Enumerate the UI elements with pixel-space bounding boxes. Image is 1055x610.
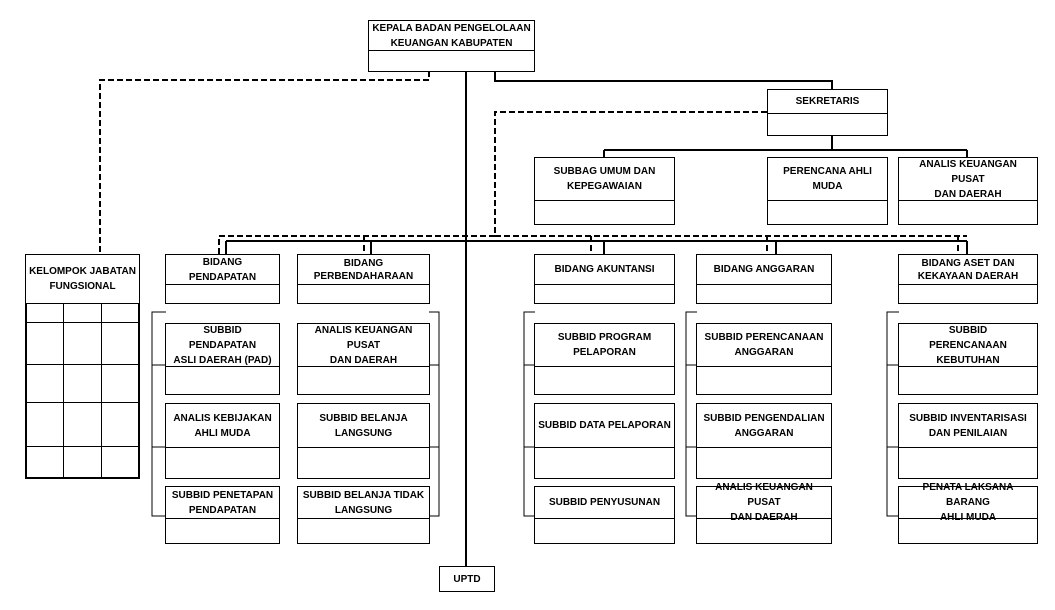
bidang-anggaran-box: BIDANG ANGGARAN [696,254,832,304]
analis-kebijakan-box: ANALIS KEBIJAKAN AHLI MUDA [165,403,280,479]
bidang-aset-box: BIDANG ASET DAN KEKAYAAN DAERAH [898,254,1038,304]
subbid-belanja-line1: SUBBID BELANJA [319,412,408,424]
subbid-program-pelaporan-box: SUBBID PROGRAM PELAPORAN [534,323,675,395]
subbid-program-line2: PELAPORAN [573,347,636,358]
perencana-line1: PERENCANA AHLI MUDA [783,166,872,192]
kelompok-line2: FUNGSIONAL [49,281,116,292]
aset-bracket [886,311,899,517]
subbid-perencanaan-kebutuhan-box: SUBBID PERENCANAAN KEBUTUHAN [898,323,1038,395]
bidang-aset-line1: BIDANG ASET DAN [921,257,1015,269]
head-box: KEPALA BADAN PENGELOLAAN KEUANGAN KABUPA… [368,20,535,72]
subbid-pad-line2: ASLI DAERAH (PAD) [173,354,272,366]
bidang-akuntansi-label: BIDANG AKUNTANSI [554,264,655,275]
subbid-perencanaan-ang-line2: ANGGARAN [734,347,794,358]
subbid-penetapan-line1: SUBBID PENETAPAN [171,489,274,501]
subbid-program-line1: SUBBID PROGRAM [557,332,652,343]
subbid-penetapan-box: SUBBID PENETAPAN PENDAPATAN [165,486,280,544]
coordination-dashed-line [218,111,767,254]
subbid-penetapan-line2: PENDAPATAN [188,504,257,516]
analis-keuangan-pb-line2: DAN DAERAH [329,354,398,366]
subbid-perencanaan-ang-line1: SUBBID PERENCANAAN [704,332,824,343]
analis-keuangan-anggaran-box: ANALIS KEUANGAN PUSAT DAN DAERAH [696,482,832,544]
analis-keuangan-line2: DAN DAERAH [934,188,1002,200]
subbid-pengendalian-line2: ANGGARAN [734,427,794,439]
subbid-inventarisasi-line2: DAN PENILAIAN [928,427,1008,439]
subbid-pengendalian-anggaran-box: SUBBID PENGENDALIAN ANGGARAN [696,403,832,479]
subbid-btl-line2: LANGSUNG [334,504,393,516]
subbid-belanja-tidak-langsung-box: SUBBID BELANJA TIDAK LANGSUNG [297,486,430,544]
bidang-aset-line2: KEKAYAAN DAERAH [917,270,1019,282]
head-line2: KEUANGAN KABUPATEN [390,37,513,49]
bidang-perbendaharaan-box: BIDANG PERBENDAHARAAN [297,254,430,304]
bidang-perbendaharaan-line1: BIDANG [343,257,384,269]
akuntansi-bracket [523,311,535,517]
head-sekretaris-line [494,71,833,90]
analis-keuangan-ang-line1: ANALIS KEUANGAN PUSAT [715,482,813,508]
bidang-pendapatan-box: BIDANG PENDAPATAN [165,254,280,304]
penata-laksana-box: PENATA LAKSANA BARANG AHLI MUDA [898,482,1038,544]
kjf-dashed-line [99,71,430,254]
head-line1: KEPALA BADAN PENGELOLAAN [372,22,531,34]
subbag-umum-box: SUBBAG UMUM DAN KEPEGAWAIAN [534,157,675,225]
subbid-pad-line1: SUBBID PENDAPATAN [188,324,257,351]
uptd-label: UPTD [453,573,481,585]
perbendaharaan-bracket [429,311,440,517]
subbid-data-line1: SUBBID DATA PELAPORAN [538,420,671,431]
penata-laksana-line1: PENATA LAKSANA BARANG [922,482,1014,508]
subbid-pengendalian-line1: SUBBID PENGENDALIAN [703,412,825,424]
subbag-umum-line2: KEPEGAWAIAN [566,181,642,192]
kelompok-grid [25,303,140,478]
bidang-perbendaharaan-line2: PERBENDAHARAAN [313,270,414,282]
kelompok-line1: KELOMPOK JABATAN [29,266,136,277]
analis-keuangan-sekretariat-box: ANALIS KEUANGAN PUSAT DAN DAERAH [898,157,1038,225]
subbid-penyusunan-line1: SUBBID PENYUSUNAN [548,497,661,508]
analis-keuangan-pb-line1: ANALIS KEUANGAN PUSAT [314,324,413,351]
anggaran-bracket [685,311,697,517]
penata-laksana-line2: AHLI MUDA [939,512,997,523]
analis-kebijakan-line1: ANALIS KEBIJAKAN [173,412,272,424]
analis-keuangan-line1: ANALIS KEUANGAN PUSAT [919,158,1017,185]
analis-kebijakan-line2: AHLI MUDA [194,427,251,439]
sekretaris-label: SEKRETARIS [795,96,860,107]
subbid-belanja-langsung-box: SUBBID BELANJA LANGSUNG [297,403,430,479]
subbid-perencanaan-keb-line2: PERENCANAAN [929,339,1007,351]
bidang-akuntansi-box: BIDANG AKUNTANSI [534,254,675,304]
subbid-inventarisasi-box: SUBBID INVENTARISASI DAN PENILAIAN [898,403,1038,479]
subbid-perencanaan-anggaran-box: SUBBID PERENCANAAN ANGGARAN [696,323,832,395]
subbid-perencanaan-keb-line3: KEBUTUHAN [936,354,1000,366]
pendapatan-bracket [151,311,166,517]
subbid-inventarisasi-line1: SUBBID INVENTARISASI [909,412,1027,424]
subbid-data-pelaporan-box: SUBBID DATA PELAPORAN [534,403,675,479]
subbid-perencanaan-keb-line1: SUBBID [948,324,988,336]
subbid-pad-box: SUBBID PENDAPATAN ASLI DAERAH (PAD) [165,323,280,395]
subbid-penyusunan-box: SUBBID PENYUSUNAN [534,486,675,544]
subbid-belanja-line2: LANGSUNG [334,427,393,439]
subbag-umum-line1: SUBBAG UMUM DAN [553,166,656,177]
kelompok-jabatan-box: KELOMPOK JABATAN FUNGSIONAL [25,254,140,479]
subbid-btl-line1: SUBBID BELANJA TIDAK [302,489,425,501]
bidang-pendapatan-label: BIDANG PENDAPATAN [188,256,257,283]
bidang-anggaran-label: BIDANG ANGGARAN [713,264,815,275]
uptd-box: UPTD [439,566,495,592]
analis-keuangan-perbendaharaan-box: ANALIS KEUANGAN PUSAT DAN DAERAH [297,323,430,395]
analis-keuangan-ang-line2: DAN DAERAH [730,512,798,523]
perencana-box: PERENCANA AHLI MUDA [767,157,888,225]
sekretaris-box: SEKRETARIS [767,89,888,136]
